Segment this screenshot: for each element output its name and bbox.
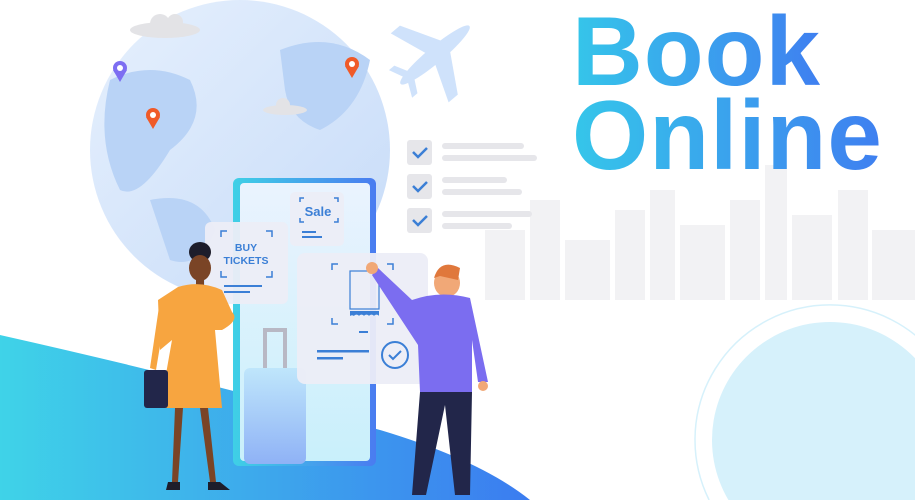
cloud-icon — [130, 14, 307, 115]
decorative-circle — [712, 322, 915, 500]
suitcase-icon — [244, 328, 306, 464]
checklist — [407, 140, 537, 233]
buy-label: BUY — [235, 242, 257, 254]
tickets-label: TICKETS — [224, 255, 269, 267]
airplane-icon — [388, 25, 470, 103]
headline-book: Book — [572, 0, 821, 106]
man-figure — [366, 262, 488, 495]
woman-figure — [144, 242, 235, 490]
confirm-check-icon — [381, 341, 409, 369]
city-skyline — [485, 165, 915, 300]
sale-label: Sale — [305, 204, 332, 219]
headline-online: Online — [572, 80, 883, 190]
location-pin-icon — [113, 57, 359, 129]
checkbox-checked-icon — [407, 140, 432, 165]
ticket-icon — [349, 270, 380, 310]
checkbox-checked-icon — [407, 208, 432, 233]
sale-card: Sale — [290, 192, 344, 246]
checkbox-checked-icon — [407, 174, 432, 199]
buy-tickets-card: BUY TICKETS — [205, 222, 288, 304]
decorative-ring — [694, 304, 915, 500]
briefcase-icon — [144, 370, 168, 408]
